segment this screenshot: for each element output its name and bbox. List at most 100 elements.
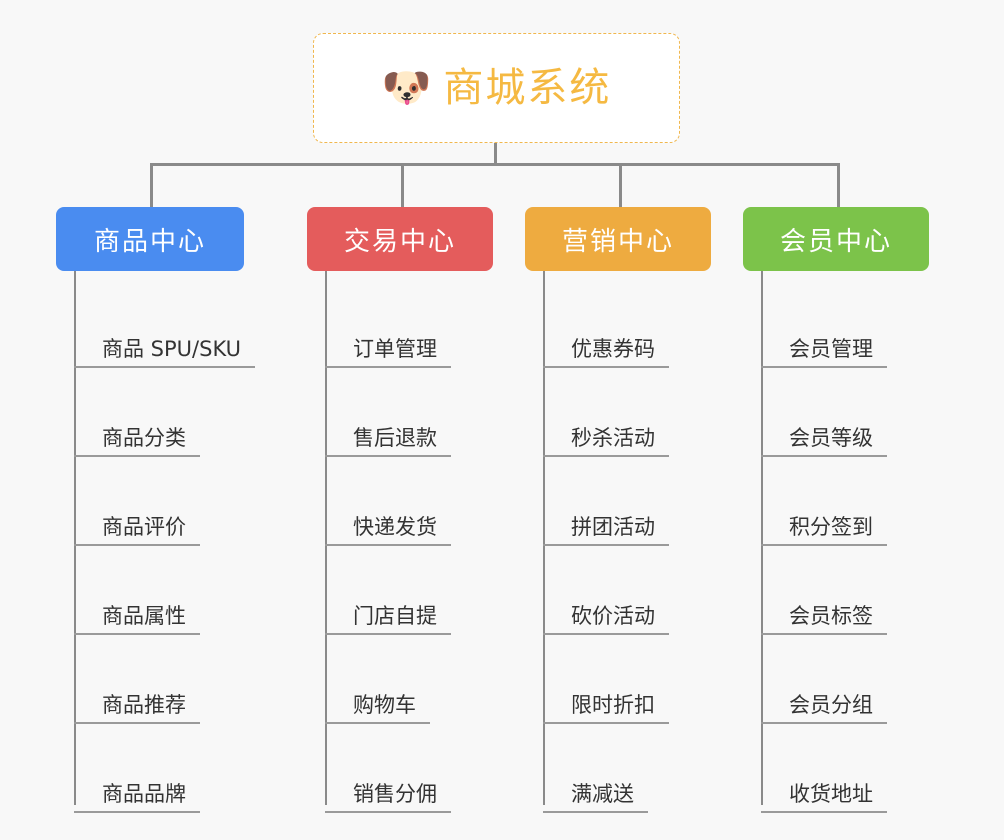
- list-item-rule: [543, 544, 669, 546]
- list-item-label: 积分签到: [789, 515, 873, 539]
- branch-spine-4: [761, 271, 763, 805]
- root-title: 商城系统: [443, 65, 612, 111]
- list-item[interactable]: 会员等级: [761, 368, 973, 457]
- list-item-label: 会员标签: [789, 604, 873, 628]
- list-item[interactable]: 商品品牌: [74, 724, 286, 813]
- list-item[interactable]: 订单管理: [325, 279, 537, 368]
- list-item-rule: [74, 544, 200, 546]
- branch-spine-2: [325, 271, 327, 805]
- list-item-rule: [761, 722, 887, 724]
- list-item-label: 商品 SPU/SKU: [102, 337, 242, 361]
- branch-column-1: 商品中心 商品 SPU/SKU 商品分类 商品评价 商品属性 商品推荐: [56, 207, 286, 813]
- list-item-rule: [74, 633, 200, 635]
- list-item-rule: [325, 544, 451, 546]
- connector-drop-1: [150, 163, 153, 208]
- list-item[interactable]: 限时折扣: [543, 635, 755, 724]
- list-item-label: 快递发货: [353, 515, 437, 539]
- list-item-label: 商品品牌: [102, 782, 186, 806]
- branch-column-2: 交易中心 订单管理 售后退款 快递发货 门店自提 购物车: [307, 207, 537, 813]
- list-item-rule: [543, 811, 648, 813]
- branch-spine-3: [543, 271, 545, 805]
- connector-root-stem: [494, 143, 497, 165]
- list-item[interactable]: 满减送: [543, 724, 755, 813]
- list-item[interactable]: 商品推荐: [74, 635, 286, 724]
- list-item-label: 秒杀活动: [571, 426, 655, 450]
- list-item[interactable]: 砍价活动: [543, 546, 755, 635]
- list-item[interactable]: 会员分组: [761, 635, 973, 724]
- list-item-rule: [74, 722, 200, 724]
- branch-header-label: 会员中心: [779, 226, 892, 257]
- list-item-label: 销售分佣: [353, 782, 437, 806]
- list-item-label: 门店自提: [353, 604, 437, 628]
- list-item-rule: [325, 455, 451, 457]
- connector-drop-4: [837, 163, 840, 208]
- list-item-label: 订单管理: [353, 337, 437, 361]
- list-item-label: 商品评价: [102, 515, 186, 539]
- list-item-rule: [761, 366, 887, 368]
- list-item-rule: [325, 811, 451, 813]
- list-item[interactable]: 秒杀活动: [543, 368, 755, 457]
- root-node[interactable]: 🐶 商城系统: [313, 33, 680, 143]
- list-item-rule: [761, 544, 887, 546]
- branch-column-3: 营销中心 优惠券码 秒杀活动 拼团活动 砍价活动 限时折扣: [525, 207, 755, 813]
- list-item-label: 会员等级: [789, 426, 873, 450]
- list-item-rule: [74, 366, 255, 368]
- list-item-label: 收货地址: [789, 782, 873, 806]
- list-item-rule: [543, 366, 669, 368]
- branch-items-3: 优惠券码 秒杀活动 拼团活动 砍价活动 限时折扣 满减送: [525, 271, 755, 813]
- list-item-label: 商品推荐: [102, 693, 186, 717]
- list-item-rule: [761, 633, 887, 635]
- list-item-label: 会员分组: [789, 693, 873, 717]
- list-item[interactable]: 商品分类: [74, 368, 286, 457]
- branch-header-3[interactable]: 营销中心: [525, 207, 711, 271]
- list-item-rule: [74, 455, 200, 457]
- branch-header-1[interactable]: 商品中心: [56, 207, 244, 271]
- dog-face-icon: 🐶: [381, 65, 432, 111]
- connector-drop-2: [401, 163, 404, 208]
- branch-items-2: 订单管理 售后退款 快递发货 门店自提 购物车 销售分佣: [307, 271, 537, 813]
- list-item-rule: [325, 633, 451, 635]
- list-item[interactable]: 快递发货: [325, 457, 537, 546]
- list-item-label: 砍价活动: [571, 604, 655, 628]
- list-item-rule: [543, 633, 669, 635]
- list-item-rule: [761, 811, 887, 813]
- list-item-rule: [543, 455, 669, 457]
- list-item[interactable]: 门店自提: [325, 546, 537, 635]
- list-item-rule: [543, 722, 669, 724]
- list-item[interactable]: 会员管理: [761, 279, 973, 368]
- list-item[interactable]: 售后退款: [325, 368, 537, 457]
- connector-drop-3: [619, 163, 622, 208]
- list-item[interactable]: 商品属性: [74, 546, 286, 635]
- list-item-label: 会员管理: [789, 337, 873, 361]
- list-item-label: 满减送: [571, 782, 634, 806]
- branch-header-label: 营销中心: [561, 226, 674, 257]
- branch-items-1: 商品 SPU/SKU 商品分类 商品评价 商品属性 商品推荐 商品品牌: [56, 271, 286, 813]
- branch-items-4: 会员管理 会员等级 积分签到 会员标签 会员分组 收货地址: [743, 271, 973, 813]
- list-item[interactable]: 拼团活动: [543, 457, 755, 546]
- list-item[interactable]: 积分签到: [761, 457, 973, 546]
- list-item-rule: [74, 811, 200, 813]
- list-item[interactable]: 收货地址: [761, 724, 973, 813]
- list-item-label: 拼团活动: [571, 515, 655, 539]
- list-item[interactable]: 商品 SPU/SKU: [74, 279, 286, 368]
- branch-header-2[interactable]: 交易中心: [307, 207, 493, 271]
- list-item-label: 商品属性: [102, 604, 186, 628]
- list-item-rule: [325, 722, 430, 724]
- list-item-label: 限时折扣: [571, 693, 655, 717]
- list-item-label: 购物车: [353, 693, 416, 717]
- list-item-rule: [761, 455, 887, 457]
- list-item-label: 商品分类: [102, 426, 186, 450]
- list-item-rule: [325, 366, 451, 368]
- branch-header-4[interactable]: 会员中心: [743, 207, 929, 271]
- list-item-label: 售后退款: [353, 426, 437, 450]
- branch-header-label: 交易中心: [343, 226, 456, 257]
- branch-header-label: 商品中心: [93, 226, 206, 257]
- list-item[interactable]: 销售分佣: [325, 724, 537, 813]
- list-item-label: 优惠券码: [571, 337, 655, 361]
- branch-column-4: 会员中心 会员管理 会员等级 积分签到 会员标签 会员分组: [743, 207, 973, 813]
- list-item[interactable]: 优惠券码: [543, 279, 755, 368]
- list-item[interactable]: 会员标签: [761, 546, 973, 635]
- list-item[interactable]: 商品评价: [74, 457, 286, 546]
- list-item[interactable]: 购物车: [325, 635, 537, 724]
